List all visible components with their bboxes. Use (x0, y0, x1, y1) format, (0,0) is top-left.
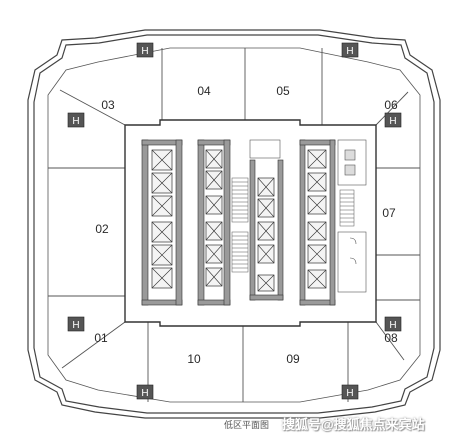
unit-label-10: 10 (187, 352, 201, 366)
column-marker: H (384, 112, 402, 128)
core-walls (141, 139, 336, 306)
svg-text:H: H (72, 116, 79, 127)
elevator-crosses (151, 149, 327, 292)
service-rooms (249, 139, 367, 293)
column-marker: H (67, 316, 85, 332)
unit-label-01: 01 (94, 331, 108, 345)
unit-label-02: 02 (95, 222, 109, 236)
unit-label-07: 07 (382, 206, 396, 220)
office-perimeter (47, 47, 421, 403)
unit-label-04: 04 (197, 84, 211, 98)
unit-label-06: 06 (384, 98, 398, 112)
plan-title: 低区平面图 (224, 420, 270, 430)
column-marker: H (136, 384, 154, 400)
outer-wall (27, 29, 441, 419)
svg-text:H: H (389, 116, 396, 127)
unit-label-05: 05 (276, 84, 290, 98)
unit-label-03: 03 (101, 98, 115, 112)
unit-label-09: 09 (286, 352, 300, 366)
unit-label-08: 08 (384, 331, 398, 345)
svg-text:H: H (346, 388, 353, 399)
column-marker: H (384, 316, 402, 332)
column-marker: H (67, 112, 85, 128)
svg-text:H: H (141, 388, 148, 399)
svg-text:H: H (389, 320, 396, 331)
svg-text:H: H (346, 46, 353, 57)
column-marker: H (341, 384, 359, 400)
svg-text:H: H (72, 320, 79, 331)
watermark-text: 搜狐号@搜狐焦点来宾站 (282, 417, 425, 432)
stairwell (231, 177, 355, 273)
column-marker: H (341, 42, 359, 58)
svg-text:H: H (141, 46, 148, 57)
column-marker: H (136, 42, 154, 58)
column-markers: H H H H H H H (67, 42, 402, 400)
